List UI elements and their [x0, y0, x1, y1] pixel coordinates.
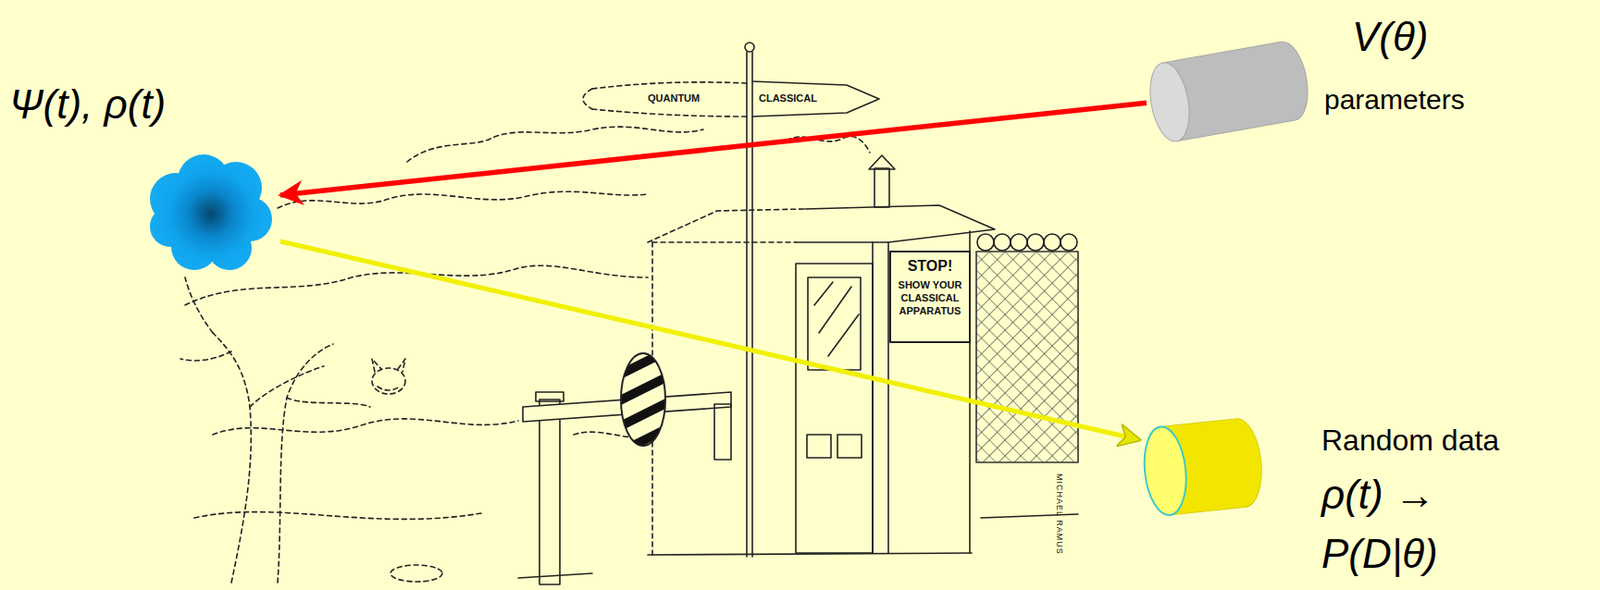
quantum-dotted-landscape	[372, 368, 406, 395]
classical-solid-drawing	[620, 353, 666, 447]
classical-solid-drawing	[745, 51, 748, 558]
quantum-dotted-landscape	[185, 277, 213, 334]
state-symbol: Ψ(t), ρ(t)	[9, 80, 166, 130]
classical-solid-drawing	[868, 155, 895, 170]
quantum-dotted-landscape	[592, 109, 747, 117]
quantum-state-cloud: Ψ(t), ρ(t)	[148, 152, 273, 272]
quantum-dotted-landscape	[397, 359, 406, 373]
classical-solid-drawing	[977, 234, 994, 251]
classical-solid-drawing	[837, 434, 862, 459]
classical-solid-drawing	[807, 277, 861, 371]
quantum-dotted-landscape	[372, 359, 382, 373]
quantum-dotted-landscape	[277, 344, 334, 583]
classical-solid-drawing	[1027, 234, 1044, 251]
classical-solid-drawing	[610, 347, 676, 458]
classical-solid-drawing	[814, 282, 859, 357]
classical-solid-drawing	[871, 242, 874, 554]
classical-solid-drawing	[976, 251, 1079, 463]
potential-symbol: V(θ)	[1351, 12, 1429, 63]
measurement-arrow	[280, 241, 1140, 441]
classical-solid-drawing	[1010, 234, 1028, 251]
classical-solid-drawing	[610, 347, 676, 458]
cylinder-face	[1144, 59, 1195, 145]
quantum-dotted-landscape	[582, 88, 593, 110]
classical-solid-drawing	[714, 404, 732, 460]
classical-solid-drawing	[647, 553, 972, 556]
quantum-dotted-landscape	[390, 565, 443, 583]
quantum-dotted-landscape	[286, 397, 371, 408]
classical-solid-drawing	[1043, 234, 1061, 251]
classical-solid-drawing	[744, 42, 755, 52]
greyCylinder-outline	[1141, 35, 1317, 149]
quantum-dotted-landscape	[592, 82, 747, 89]
classical-solid-drawing	[751, 51, 754, 558]
quantum-dotted-landscape	[647, 209, 806, 243]
quantum-dotted-landscape	[212, 419, 519, 435]
classical-solid-drawing	[518, 514, 1079, 579]
artist-signature: MICHAEL RAMUS	[1054, 473, 1065, 556]
sign-text: SHOW YOUR CLASSICAL APPARATUS	[892, 279, 968, 318]
yellowCylinder-outline	[1137, 408, 1267, 527]
likelihood-formula: ρ(t) → P(D|θ)	[1321, 465, 1461, 584]
data-label: Random data	[1321, 422, 1500, 459]
cylinder-face	[1140, 424, 1191, 518]
parameters-label: parameters	[1324, 83, 1465, 117]
classical-solid-drawing	[752, 81, 880, 117]
classical-solid-drawing	[806, 434, 832, 459]
classical-solid-drawing	[795, 263, 873, 554]
classical-solid-drawing	[874, 168, 890, 208]
flag-classical: CLASSICAL	[758, 92, 818, 105]
quantum-dotted-landscape	[194, 512, 482, 521]
quantum-dotted-landscape	[277, 191, 648, 209]
quantum-dotted-landscape	[377, 386, 400, 391]
classical-solid-drawing	[795, 205, 995, 243]
classical-solid-drawing	[535, 392, 564, 402]
classical-solid-drawing	[887, 242, 890, 554]
cloud-blob	[172, 176, 250, 255]
classical-solid-drawing	[539, 399, 560, 585]
yellow-cylinder	[1140, 417, 1266, 519]
grey-cylinder	[1144, 38, 1314, 145]
cloud-outline	[148, 152, 273, 272]
quantum-dotted-landscape	[180, 82, 870, 583]
control-arrow	[280, 102, 1147, 196]
classical-solid-drawing	[1060, 234, 1078, 251]
data-detector: Random dataρ(t) → P(D|θ)	[1137, 408, 1267, 527]
cloud-blob	[149, 154, 273, 271]
quantum-dotted-landscape	[212, 333, 251, 583]
quantum-dotted-landscape	[652, 241, 796, 244]
parameter-source: V(θ)parameters	[1141, 35, 1317, 149]
quantum-dotted-landscape	[249, 366, 324, 408]
quantum-dotted-landscape	[180, 351, 232, 361]
classical-solid-drawing	[993, 234, 1011, 251]
classical-solid-drawing	[890, 251, 970, 343]
sign-heading: STOP!	[892, 257, 968, 275]
flag-quantum: QUANTUM	[647, 92, 700, 105]
